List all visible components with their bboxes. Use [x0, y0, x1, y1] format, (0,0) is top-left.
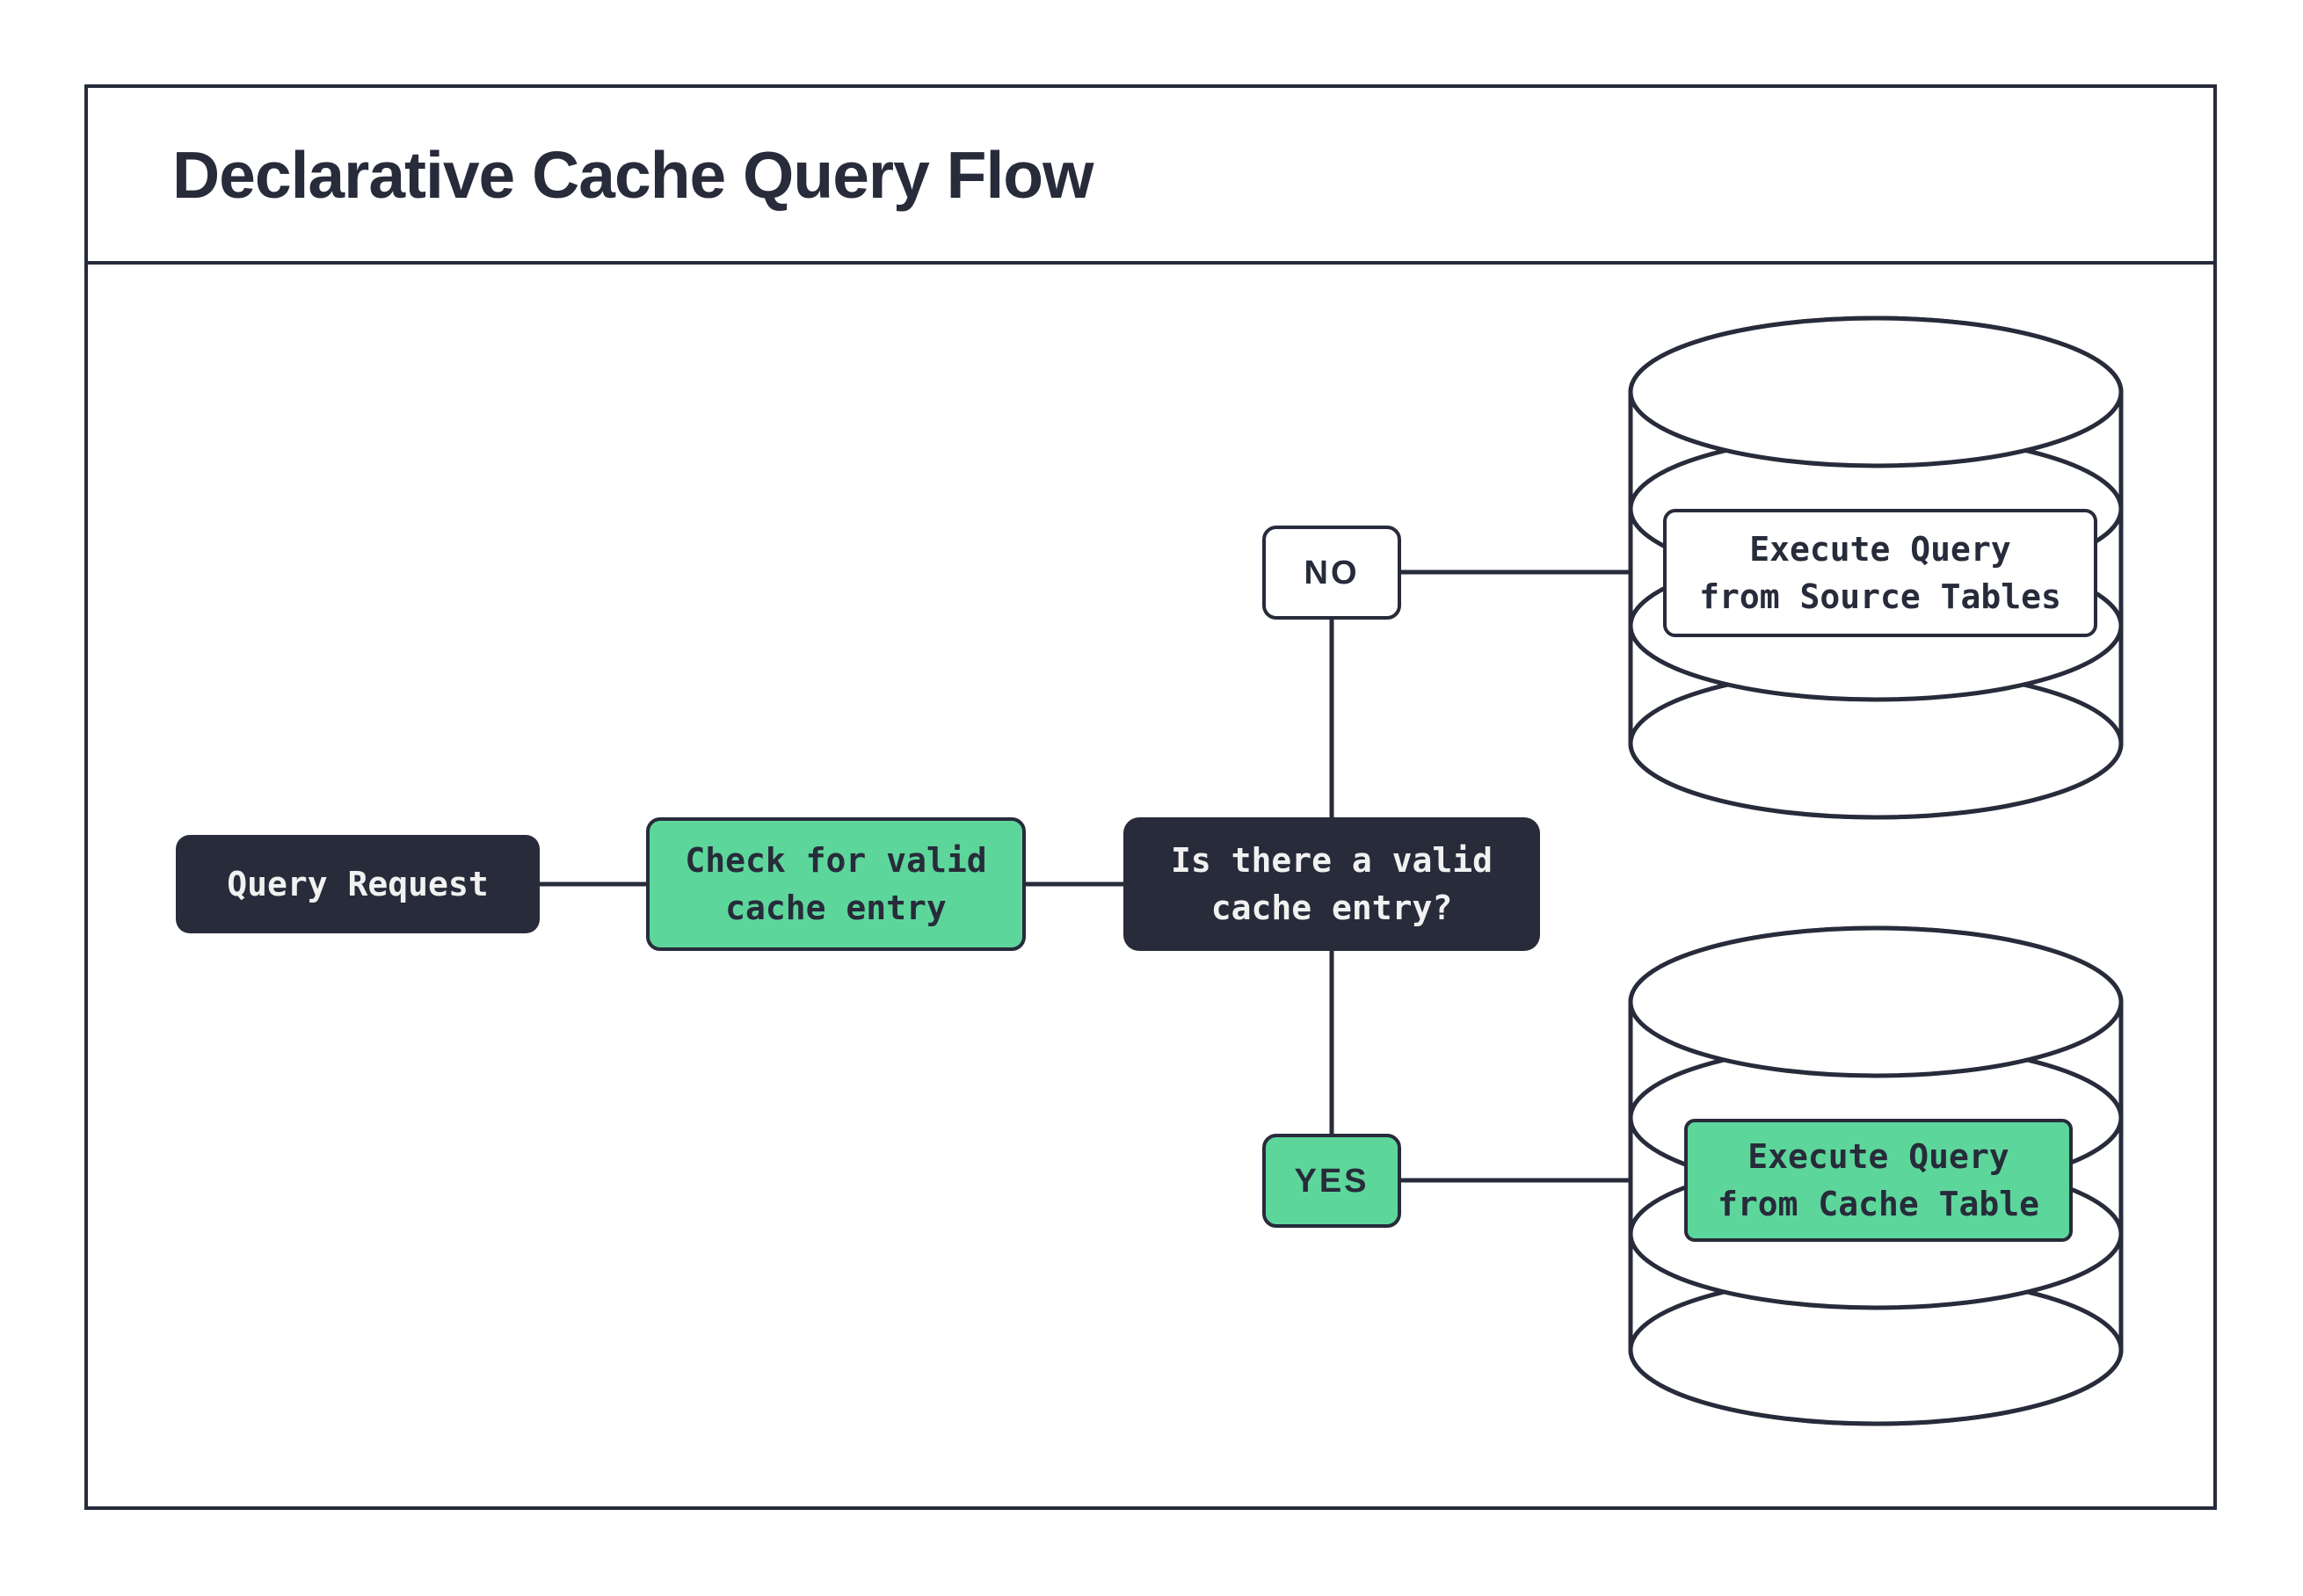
branch-no-node: NO — [1262, 526, 1401, 620]
cylinder-sides — [1628, 392, 2124, 744]
source-db-action-label: Execute Query from Source Tables — [1699, 530, 2061, 616]
check-cache-node: Check for valid cache entry — [646, 817, 1026, 951]
query-request-label: Query Request — [227, 865, 489, 903]
cache-db-action-label: Execute Query from Cache Table — [1717, 1137, 2040, 1223]
query-request-node: Query Request — [176, 835, 540, 933]
check-cache-label: Check for valid cache entry — [685, 841, 987, 927]
diagram-header: Declarative Cache Query Flow — [88, 88, 2213, 265]
decision-label: Is there a valid cache entry? — [1170, 841, 1493, 927]
branch-yes-node: YES — [1262, 1134, 1401, 1228]
cylinder-top-ellipse — [1628, 316, 2124, 468]
cylinder-sides — [1628, 1002, 2124, 1350]
decision-node: Is there a valid cache entry? — [1123, 817, 1540, 951]
source-db-action-node: Execute Query from Source Tables — [1663, 509, 2097, 637]
branch-yes-label: YES — [1294, 1162, 1369, 1200]
cylinder-top-ellipse — [1628, 925, 2124, 1078]
branch-no-label: NO — [1304, 554, 1360, 591]
page-title: Declarative Cache Query Flow — [172, 137, 1093, 212]
diagram-frame: Declarative Cache Query Flow — [84, 84, 2217, 1510]
cache-db-action-node: Execute Query from Cache Table — [1684, 1119, 2073, 1242]
